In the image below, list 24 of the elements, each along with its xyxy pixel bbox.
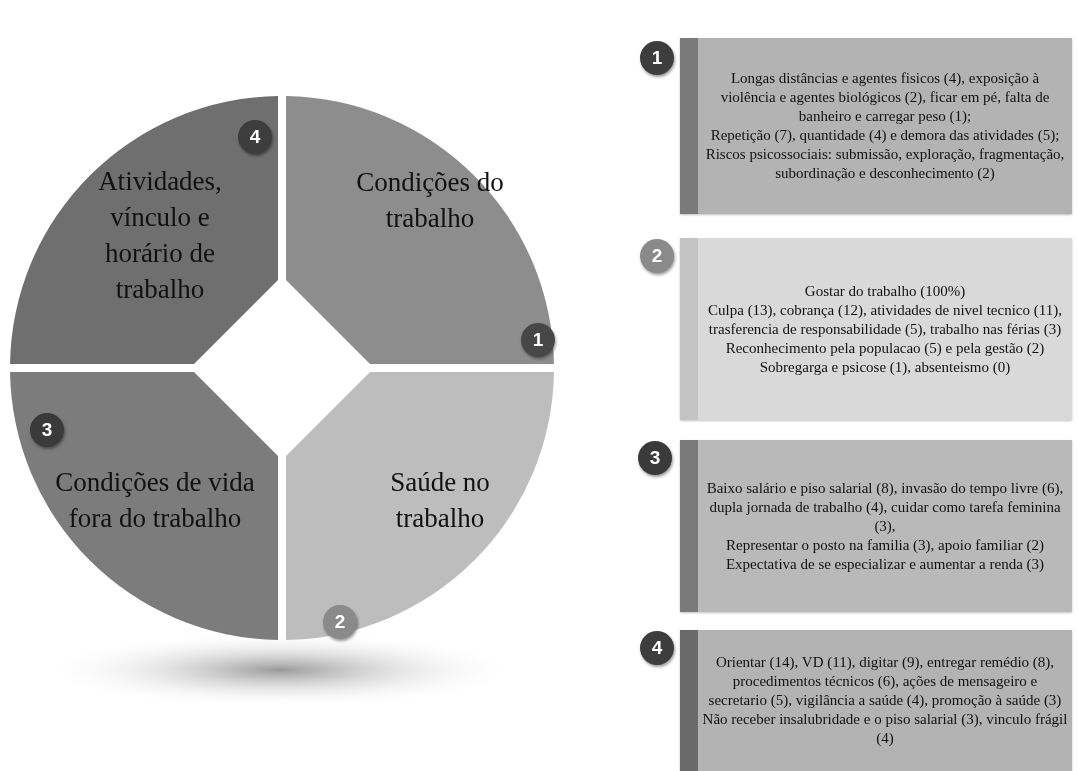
quadrant-title: Condições de vida fora do trabalho (54, 466, 256, 535)
number-badge: 3 (638, 441, 672, 475)
panel-text: Repetição (7), quantidade (4) e demora das atividades (5); (709, 126, 1061, 145)
text-panel (680, 38, 1072, 214)
text-panel (680, 440, 1072, 612)
panel-text: Reconhecimento pela populacao (5) e pela gestão (2) (724, 338, 1046, 358)
panel-text: Representar o posto na familia (3), apoio familiar (2) (725, 535, 1045, 555)
quadrant-title: Saúde no trabalho (389, 466, 491, 535)
panel-text: Riscos psicossociais: submissão, exploração, fragmentação, subordinação e desconhecimento (2) (704, 145, 1066, 183)
text-panel (680, 630, 1072, 771)
number-badge: 4 (640, 631, 674, 665)
number-badge: 2 (640, 239, 674, 273)
panel-text: Baixo salário e piso salarial (8), invasão do tempo livre (6), dupla jornada de trabalho (4), cuidar como tarefa feminina (3), (705, 478, 1065, 536)
panel-text: Culpa (13), cobrança (12), atividades de nivel tecnico (11), trasferencia de responsabilidade (5), trabalho nas férias (3) (707, 300, 1063, 339)
quadrant-title: Condições do trabalho (355, 166, 505, 235)
panel-text: Não receber insalubridade e o piso salarial (3), vinculo frágil (4) (702, 710, 1068, 748)
panel-text: Longas distâncias e agentes fisicos (4), exposição à violência e agentes biológicos (2), ficar em pé, falta de banheiro e carregar peso (1); (719, 69, 1051, 126)
number-badge: 1 (640, 41, 674, 75)
panel-text: Gostar do trabalho (100%) (803, 281, 967, 301)
panel-text: Sobregarga e psicose (1), absenteismo (0) (758, 357, 1012, 377)
text-panel (680, 238, 1072, 420)
quadrant-title: Atividades, vínculo e horário de trabalho (97, 165, 223, 306)
panel-text: Expectativa de se especializar e aumentar a renda (3) (724, 554, 1046, 574)
panel-text: Orientar (14), VD (11), digitar (9), entregar remédio (8), procedimentos técnicos (6), ações de mensageiro e secretario (5), vigilância a saúde (4), promoção à saúde (3) (707, 653, 1063, 710)
